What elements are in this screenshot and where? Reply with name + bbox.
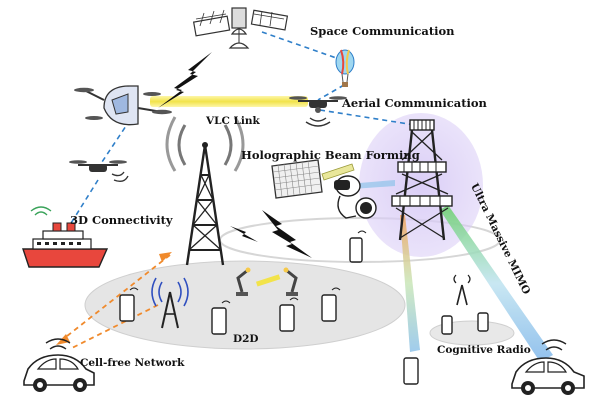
cellfree-link-1 <box>61 254 171 341</box>
smartphone-icon <box>477 312 489 332</box>
link-aircraft-drone <box>99 119 131 166</box>
cell-tower-icon <box>165 116 245 266</box>
drone-icon <box>289 96 347 127</box>
label-cognitive-radio: Cognitive Radio <box>437 344 531 356</box>
cellfree-arrow-2 <box>159 252 172 262</box>
mimo-beam-green <box>440 205 553 362</box>
label-vlc-link: VLC Link <box>206 115 260 127</box>
smartphones <box>119 237 489 385</box>
mimo-beam-orange <box>400 215 420 352</box>
car-icon <box>511 339 585 395</box>
link-drone-ship <box>67 179 99 229</box>
d2d-beam <box>255 274 281 287</box>
car-icon <box>23 338 95 392</box>
label-aerial-communication: Aerial Communication <box>342 96 487 110</box>
smartphone-icon <box>119 294 135 322</box>
label-3d-connectivity: 3D Connectivity <box>70 213 173 227</box>
lightning-icon <box>158 52 212 108</box>
cellfree-link-2 <box>71 304 159 349</box>
smartphone-icon <box>321 294 337 322</box>
vr-headset-icon <box>334 175 377 219</box>
label-d2d: D2D <box>233 333 259 345</box>
robot-arm-icon <box>236 267 251 296</box>
mimo-tower-icon <box>391 119 453 241</box>
aircraft-icon <box>74 85 172 126</box>
cognitive-antenna-icon <box>453 274 471 306</box>
link-drone-mimo <box>319 109 416 126</box>
robot-arm-icon <box>283 267 298 296</box>
lightning-icon <box>230 226 258 242</box>
balloon-icon <box>335 49 355 87</box>
vlc-beam <box>150 96 308 107</box>
smartphone-icon <box>403 357 419 385</box>
hologram-panel-icon <box>271 159 355 199</box>
small-cell-antenna-icon <box>151 277 189 329</box>
drone-icon <box>69 160 129 182</box>
d2d-cell-ellipse <box>84 260 406 350</box>
label-holographic-beam-forming: Holographic Beam Forming <box>241 148 420 162</box>
smartphone-icon <box>441 315 453 335</box>
label-cell-free-network: Cell-free Network <box>80 357 185 369</box>
smartphone-icon <box>349 237 363 263</box>
satellite-icon <box>192 7 289 49</box>
lightning-icon <box>262 210 312 258</box>
smartphone-icon <box>279 304 295 332</box>
label-space-communication: Space Communication <box>310 24 455 38</box>
smartphone-icon <box>211 307 227 335</box>
ship-icon <box>22 206 109 268</box>
